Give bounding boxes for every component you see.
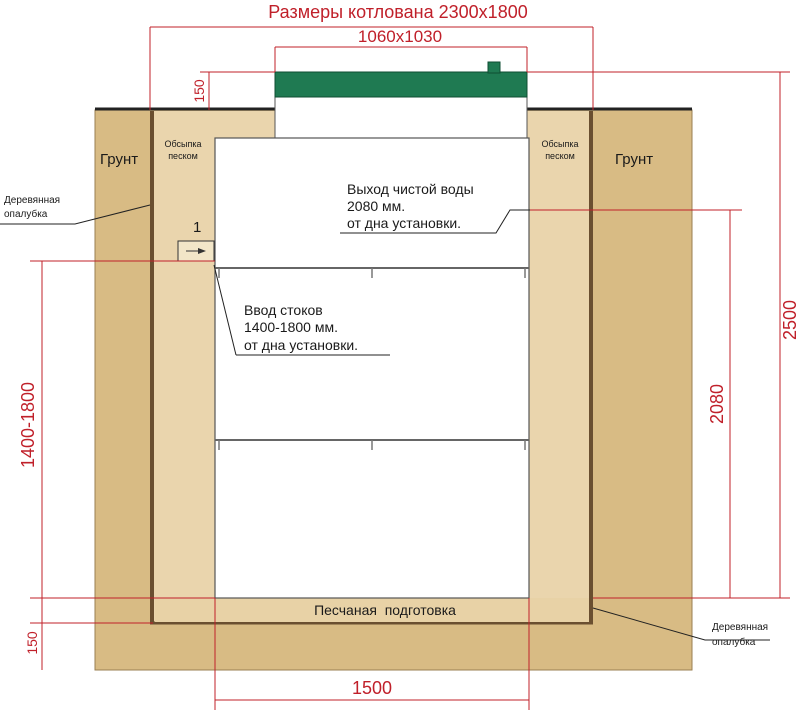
inlet-label-2: 1400-1800 мм.: [244, 319, 338, 335]
sand-fill-right-label-2: песком: [545, 151, 575, 161]
outlet-label-2: 2080 мм.: [347, 198, 405, 214]
tank-neck: [274, 96, 528, 140]
dimension-1500: 1500: [352, 678, 392, 698]
dimension-lines: [30, 26, 790, 710]
soil-left-label: Грунт: [100, 151, 138, 168]
outlet-label-1: Выход чистой воды: [347, 181, 474, 197]
outlet-label-3: от дна установки.: [347, 215, 461, 231]
partition-ticks: [218, 268, 526, 450]
inlet-marker-label: 1: [193, 219, 201, 236]
soil-right-label: Грунт: [615, 151, 653, 168]
formwork-right: [589, 111, 593, 623]
tank-body: [214, 137, 530, 599]
formwork-left-label-2: опалубка: [4, 208, 48, 220]
tank-lid: [274, 71, 528, 98]
dimension-1400-1800: 1400-1800: [18, 382, 38, 468]
inlet-label-3: от дна установки.: [244, 337, 358, 353]
sand-bed-label: Песчаная подготовка: [314, 602, 456, 618]
formwork-left: [150, 111, 154, 623]
lid-vent: [487, 61, 501, 74]
sand-fill-right-label-1: Обсыпка: [541, 139, 578, 149]
dimension-2080: 2080: [707, 384, 727, 424]
dimension-150-bottom: 150: [24, 631, 40, 655]
dimension-2500: 2500: [780, 300, 800, 340]
formwork-right-label-1: Деревянная: [712, 622, 768, 633]
sand-bed: [155, 598, 589, 622]
sand-fill-left-label-1: Обсыпка: [164, 139, 201, 149]
formwork-left-label-1: Деревянная: [4, 195, 60, 206]
formwork-right-label-2: опалубка: [712, 636, 756, 648]
leader-lines: [0, 204, 770, 641]
dimension-1060: 1060х1030: [358, 27, 442, 46]
title-dimension: Размеры котлована 2300х1800: [268, 2, 527, 22]
dimension-150-top: 150: [191, 79, 207, 103]
inlet-label-1: Ввод стоков: [244, 302, 323, 318]
sand-fill-left-label-2: песком: [168, 151, 198, 161]
